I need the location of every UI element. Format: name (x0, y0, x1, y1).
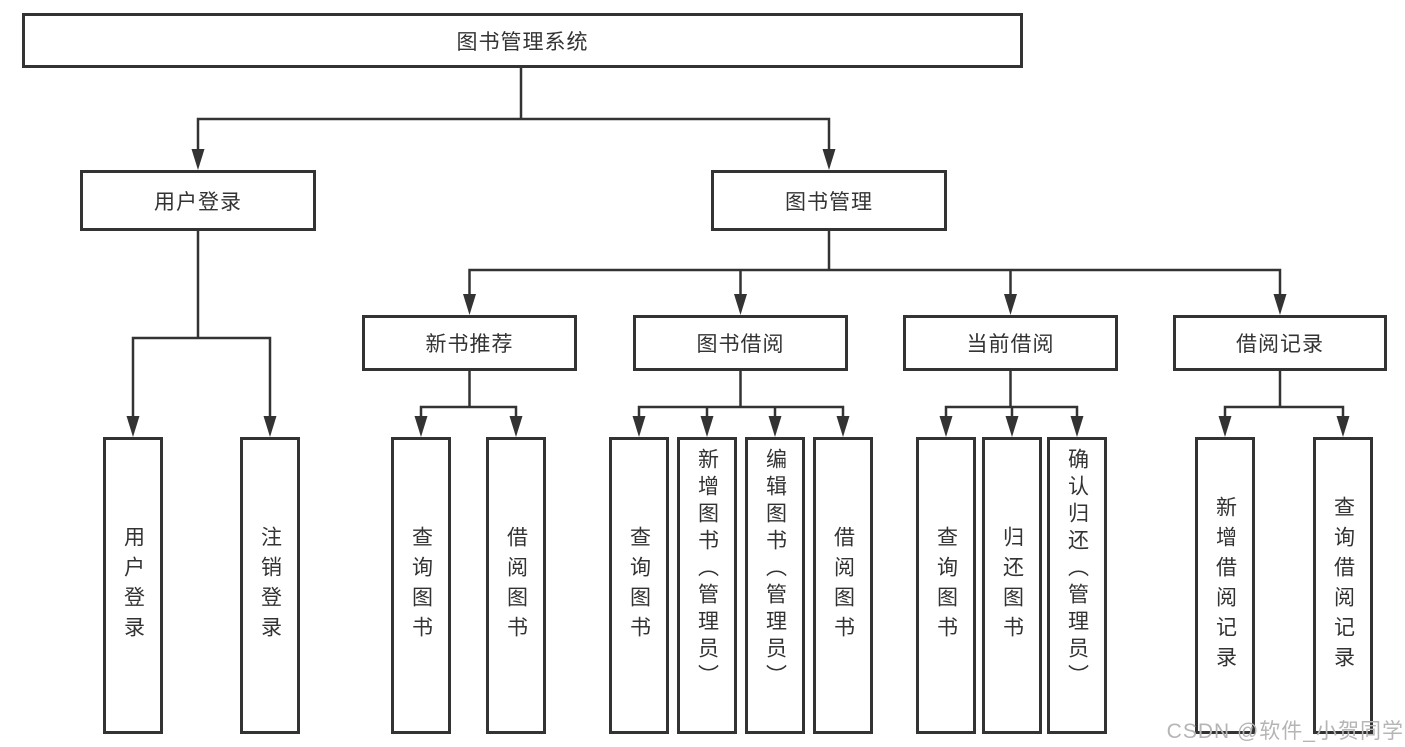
leaf-add-book-admin: 新增图书（管理员） (677, 437, 737, 734)
leaf-user-login: 用户登录 (103, 437, 163, 734)
leaf-query-books-borrow-label: 查询图书 (627, 525, 651, 646)
leaf-add-borrow-record-label: 新增借阅记录 (1213, 495, 1237, 676)
node-book-management: 图书管理 (711, 170, 947, 231)
leaf-logout-label: 注销登录 (258, 525, 282, 646)
leaf-borrow-books-label: 借阅图书 (831, 525, 855, 646)
leaf-edit-book-admin: 编辑图书（管理员） (745, 437, 805, 734)
leaf-query-borrow-record: 查询借阅记录 (1313, 437, 1373, 734)
leaf-add-book-admin-label: 新增图书（管理员） (695, 448, 719, 691)
leaf-query-books-current-label: 查询图书 (934, 525, 958, 646)
leaf-user-login-label: 用户登录 (121, 525, 145, 646)
leaf-query-books-current: 查询图书 (916, 437, 976, 734)
leaf-borrow-books-recommend: 借阅图书 (486, 437, 546, 734)
node-current-borrow: 当前借阅 (903, 315, 1118, 371)
node-library-system: 图书管理系统 (22, 13, 1023, 68)
node-borrow-records: 借阅记录 (1173, 315, 1387, 371)
leaf-edit-book-admin-label: 编辑图书（管理员） (763, 448, 787, 691)
leaf-add-borrow-record: 新增借阅记录 (1195, 437, 1255, 734)
node-user-login: 用户登录 (80, 170, 316, 231)
leaf-return-book-label: 归还图书 (1000, 525, 1024, 646)
leaf-borrow-books-recommend-label: 借阅图书 (504, 525, 528, 646)
leaf-logout: 注销登录 (240, 437, 300, 734)
leaf-confirm-return-admin-label: 确认归还（管理员） (1065, 448, 1089, 691)
node-new-book-recommend: 新书推荐 (362, 315, 577, 371)
leaf-query-borrow-record-label: 查询借阅记录 (1331, 495, 1355, 676)
leaf-borrow-books: 借阅图书 (813, 437, 873, 734)
leaf-return-book: 归还图书 (982, 437, 1042, 734)
leaf-query-books-recommend: 查询图书 (391, 437, 451, 734)
watermark: CSDN @软件_小贺同学 (1166, 720, 1404, 743)
node-book-borrow: 图书借阅 (633, 315, 848, 371)
leaf-query-books-borrow: 查询图书 (609, 437, 669, 734)
leaf-query-books-recommend-label: 查询图书 (409, 525, 433, 646)
leaf-confirm-return-admin: 确认归还（管理员） (1047, 437, 1107, 734)
